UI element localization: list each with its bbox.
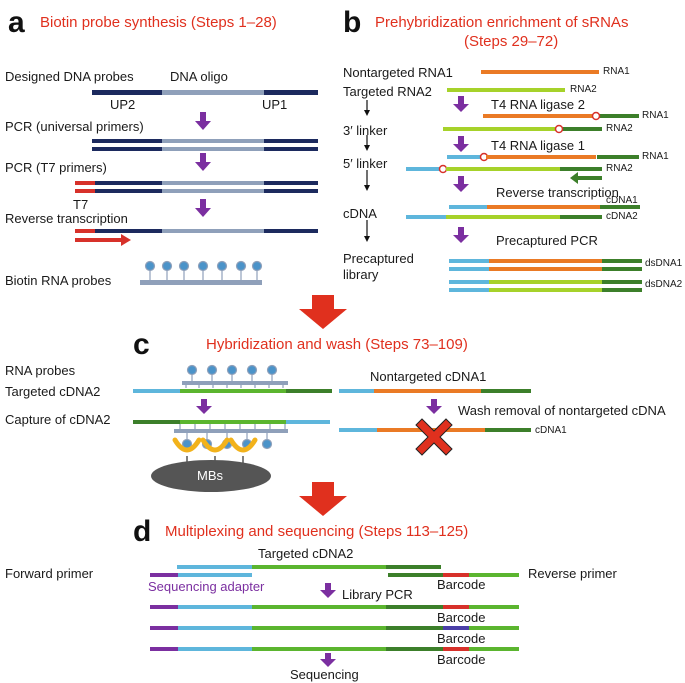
panel-b-title-line1: Prehybridization enrichment of sRNAs xyxy=(375,14,629,31)
sequencing-label: Sequencing xyxy=(290,667,359,682)
panel-d-letter: d xyxy=(133,515,152,548)
biotin-rna-probe xyxy=(140,260,263,285)
streptavidin-cups xyxy=(172,437,258,453)
targeted-cdna2-label: Targeted cDNA2 xyxy=(5,384,101,399)
rna1-tag: RNA1 xyxy=(603,66,630,77)
barcode-label-1: Barcode xyxy=(437,577,486,592)
panel-b-step-arrows xyxy=(453,96,469,243)
rt-template xyxy=(75,229,318,246)
probe-over-target xyxy=(133,364,332,393)
designed-probes-label: Designed DNA probes xyxy=(5,69,134,84)
targeted-cdna2-d-label: Targeted cDNA2 xyxy=(258,546,354,561)
linker3-ligation xyxy=(443,111,639,134)
panel-b-letter: b xyxy=(343,6,362,39)
primers-template xyxy=(150,565,519,577)
panel-c-title: Hybridization and wash (Steps 73–109) xyxy=(206,336,468,353)
panel-c-letter: c xyxy=(133,328,150,361)
up1-label: UP1 xyxy=(262,97,288,112)
up2-label: UP2 xyxy=(110,97,136,112)
magnetic-beads xyxy=(151,460,271,492)
barcode-label-2: Barcode xyxy=(437,610,486,625)
pcr-t7-label: PCR (T7 primers) xyxy=(5,160,107,175)
panel-a-title: Biotin probe synthesis (Steps 1–28) xyxy=(40,14,277,31)
pcr-t7-dsdna xyxy=(75,181,318,193)
mbs-label: MBs xyxy=(197,468,223,483)
cdna1-tag-c: cDNA1 xyxy=(535,425,567,436)
dsdna2-tag: dsDNA2 xyxy=(645,279,683,290)
barcode-label-4: Barcode xyxy=(437,652,486,667)
sequencing-adapter-label: Sequencing adapter xyxy=(148,579,265,594)
linker5-label: 5′ linker xyxy=(343,156,388,171)
rna1-tag-3: RNA1 xyxy=(642,151,669,162)
dna-oligo-label: DNA oligo xyxy=(170,69,228,84)
panel-d-title: Multiplexing and sequencing (Steps 113–1… xyxy=(165,523,469,540)
rna-probes-label: RNA probes xyxy=(5,363,76,378)
barcode-label-3: Barcode xyxy=(437,631,486,646)
panel-a-graphics xyxy=(75,90,318,285)
panel-b-title-line2: (Steps 29–72) xyxy=(464,33,559,50)
panel-b-rt-label: Reverse transcription xyxy=(496,185,619,200)
precaptured-library xyxy=(449,259,642,292)
nontargeted-rna1-label: Nontargeted RNA1 xyxy=(343,65,453,80)
panel-b-graphics xyxy=(364,70,642,292)
dsdna1-tag: dsDNA1 xyxy=(645,258,683,269)
biotin-probes-label: Biotin RNA probes xyxy=(5,273,112,288)
wash-removal-label: Wash removal of nontargeted cDNA xyxy=(458,403,666,418)
linker3-label: 3′ linker xyxy=(343,123,388,138)
rna2-tag-2: RNA2 xyxy=(606,123,633,134)
pcr-universal-dsdna xyxy=(92,139,318,151)
wash-x-icon xyxy=(415,418,453,456)
panel-c-step-arrows xyxy=(196,399,442,414)
linker5-ligation xyxy=(406,152,639,184)
cdna1-tag: cDNA1 xyxy=(606,195,638,206)
precaptured-label-1: Precaptured xyxy=(343,251,414,266)
rna1-strand xyxy=(481,70,599,74)
targeted-rna2-label: Targeted RNA2 xyxy=(343,84,432,99)
nontargeted-cdna1-label: Nontargeted cDNA1 xyxy=(370,369,487,384)
cdna-label: cDNA xyxy=(343,206,377,221)
precaptured-label-2: library xyxy=(343,267,379,282)
panel-a-step-arrows xyxy=(195,112,211,217)
pcr-universal-label: PCR (universal primers) xyxy=(5,119,144,134)
panel-d-step-arrows xyxy=(320,583,336,667)
rna2-tag: RNA2 xyxy=(570,84,597,95)
rna2-strand xyxy=(447,88,565,92)
rna2-tag-3: RNA2 xyxy=(606,163,633,174)
panel-a-letter: a xyxy=(8,6,25,39)
reverse-primer-label: Reverse primer xyxy=(528,566,617,581)
big-red-arrow-1 xyxy=(299,295,347,329)
forward-primer-label: Forward primer xyxy=(5,566,94,581)
library-pcr-label: Library PCR xyxy=(342,587,413,602)
designed-dna-probe xyxy=(92,90,318,95)
library-rows xyxy=(150,605,519,651)
cdna2-tag: cDNA2 xyxy=(606,211,638,222)
ligase2-label: T4 RNA ligase 2 xyxy=(491,97,585,112)
capture-cdna2-label: Capture of cDNA2 xyxy=(5,412,111,427)
panel-a-rt-label: Reverse transcription xyxy=(5,211,128,226)
rna1-tag-2: RNA1 xyxy=(642,110,669,121)
ligase1-label: T4 RNA ligase 1 xyxy=(491,138,585,153)
panel-c-graphics xyxy=(133,364,531,492)
t7-label: T7 xyxy=(73,197,89,212)
big-red-arrow-2 xyxy=(299,482,347,516)
panel-d-graphics xyxy=(150,565,519,667)
cdna-strands xyxy=(406,205,640,219)
capture-cdna2 xyxy=(133,420,330,492)
precaptured-pcr-label: Precaptured PCR xyxy=(496,233,598,248)
